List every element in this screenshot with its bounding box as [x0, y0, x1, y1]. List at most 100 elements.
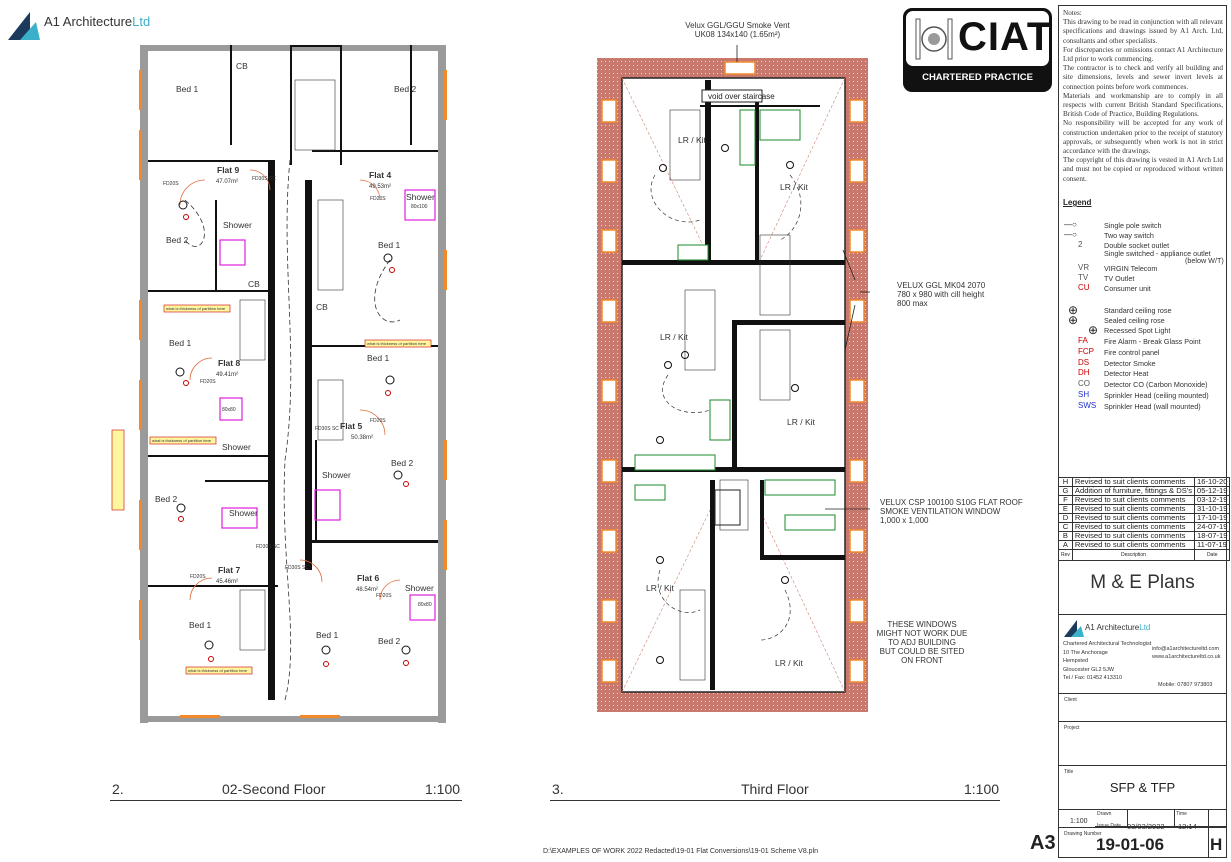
legend-symbol-icon: 2	[1078, 240, 1083, 249]
partition-notes: what is thickness of partition here what…	[149, 304, 432, 675]
room-label: LR / Kit	[646, 583, 675, 593]
note-paragraph: No responsibility will be accepted for a…	[1063, 119, 1223, 156]
door-label: FD20S	[200, 379, 216, 385]
csp-line: VELUX CSP 100100 S10G FLAT ROOF	[880, 498, 1023, 507]
notes: Notes: This drawing to be read in conjun…	[1063, 9, 1223, 184]
smoke-vent-line: Velux GGL/GGU Smoke Vent	[685, 21, 790, 30]
warning-line: THESE WINDOWS	[887, 620, 957, 629]
website-link[interactable]: www.a1architectureltd.co.uk	[1152, 654, 1221, 660]
ceiling-rose-icon: ⊕	[1068, 303, 1079, 317]
time-label: Time	[1176, 811, 1187, 817]
door-labels: FD20S FD20S FD20S FD30S SC FD30S SC FD30…	[163, 176, 392, 599]
room-label: LR / Kit	[787, 417, 816, 427]
corridor-circuit	[184, 159, 401, 701]
email-link[interactable]: info@a1architectureltd.com	[1152, 646, 1220, 652]
plan-scale: 1:100	[425, 781, 461, 797]
ciat-wordmark: CIAT	[958, 15, 1053, 59]
partition-note: what is thickness of partition here	[152, 438, 212, 443]
drawing-title: SFP & TFP	[1109, 780, 1176, 795]
client-label: Client	[1064, 697, 1077, 703]
room-label: Shower	[222, 442, 251, 452]
address-line: Hempsted	[1063, 658, 1089, 664]
revision-header-description: Description	[1071, 549, 1196, 561]
company-logo-mark-icon	[1064, 620, 1084, 637]
legend-symbol-icon: FCP	[1078, 347, 1094, 356]
legend-item: Double socket outlet	[1104, 241, 1170, 250]
legend-symbol-icon: CU	[1078, 283, 1090, 292]
dormer-windows	[601, 61, 865, 683]
flat-area: 49.53m²	[369, 184, 391, 190]
phone: Tel / Fax: 01452 413310	[1063, 675, 1123, 681]
address-line: Gloucester GL2 5JW	[1063, 666, 1115, 673]
room-label: Bed 2	[378, 636, 400, 646]
legend-item: Detector CO (Carbon Monoxide)	[1104, 380, 1208, 389]
divider	[1058, 614, 1227, 615]
room-label: CB	[316, 302, 328, 312]
shower-size: 80x80	[222, 407, 236, 413]
divider	[1058, 721, 1227, 722]
logo-mark-icon	[8, 12, 40, 40]
door-label: FD20S	[190, 574, 206, 580]
flat-label: Flat 4	[369, 170, 391, 180]
caption-underline	[550, 800, 1000, 801]
legend-item: Fire Alarm - Break Glass Point	[1104, 337, 1201, 346]
ceiling-lights	[656, 144, 799, 664]
room-label: Bed 1	[367, 353, 389, 363]
legend-item: Detector Heat	[1104, 369, 1149, 378]
partition-note: what is thickness of partition here	[188, 668, 248, 673]
room-label: CB	[248, 279, 260, 289]
title-label: Title	[1064, 769, 1074, 775]
door-swings	[179, 169, 401, 601]
switch-icon: —○	[1064, 220, 1077, 229]
ciat-subtitle: CHARTERED PRACTICE	[922, 72, 1033, 83]
revision-date: 11-07-19	[1194, 540, 1231, 550]
room-label: Bed 1	[316, 630, 338, 640]
room-label: LR / Kit	[660, 332, 689, 342]
drawing-number-box	[1058, 828, 1227, 858]
flat-label: Flat 5	[340, 421, 362, 431]
side-note	[111, 429, 125, 511]
room-label: Shower	[406, 192, 435, 202]
flat-area: 47.07m²	[216, 179, 238, 185]
kitchen-units	[634, 109, 836, 531]
legend-item: Standard ceiling rose	[1104, 306, 1172, 315]
room-label: Shower	[223, 220, 252, 230]
legend-item: Recessed Spot Light	[1104, 326, 1171, 335]
plan-number: 2.	[112, 781, 124, 797]
note-paragraph: This drawing to be read in conjunction w…	[1063, 18, 1223, 45]
address-line: 10 The Anchorage	[1063, 649, 1108, 656]
room-label: Bed 2	[166, 235, 188, 245]
room-label: Bed 2	[391, 458, 413, 468]
legend-item: Single pole switch	[1104, 221, 1162, 230]
legend-item: VIRGIN Telecom	[1104, 264, 1158, 273]
sheet-size: A3	[1030, 832, 1056, 854]
issue-time: 12:14	[1178, 822, 1197, 831]
flat-area: 48.54m²	[356, 587, 378, 593]
ceiling-rose-icon: ⊕	[1088, 323, 1099, 337]
drawing-number: 19-01-06	[1096, 835, 1165, 854]
shower-size: 80x80	[418, 602, 432, 608]
room-label: LR / Kit	[775, 658, 804, 668]
mobile: Mobile: 07807 973803	[1158, 682, 1213, 688]
shower-size: 80x100	[411, 204, 428, 210]
revision-header-rev: Rev	[1058, 549, 1073, 561]
second-floor-plan: Bed 1 CB Bed 2 Flat 9 47.07m² Flat 4 49.…	[111, 45, 447, 723]
door-label: FD30S SC	[252, 176, 276, 182]
void-label: void over staircase	[708, 92, 775, 101]
block-company-name: A1 ArchitectureLtd	[1085, 623, 1151, 632]
drawing-type: M & E Plans	[1090, 572, 1195, 593]
windows	[139, 70, 447, 718]
legend-item: (below W/T)	[1185, 256, 1224, 265]
legend-item: Consumer unit	[1104, 284, 1151, 293]
flat-area: 45.46m²	[216, 579, 238, 585]
roof-smoke-window	[714, 489, 741, 526]
velux-line: 780 x 980 with cill height	[897, 290, 985, 299]
circuit-lines	[650, 174, 802, 641]
company-contact: info@a1architectureltd.com www.a1archite…	[1152, 645, 1220, 661]
flat-area: 49.41m²	[216, 372, 238, 378]
switch-icon: —○	[1064, 230, 1077, 239]
